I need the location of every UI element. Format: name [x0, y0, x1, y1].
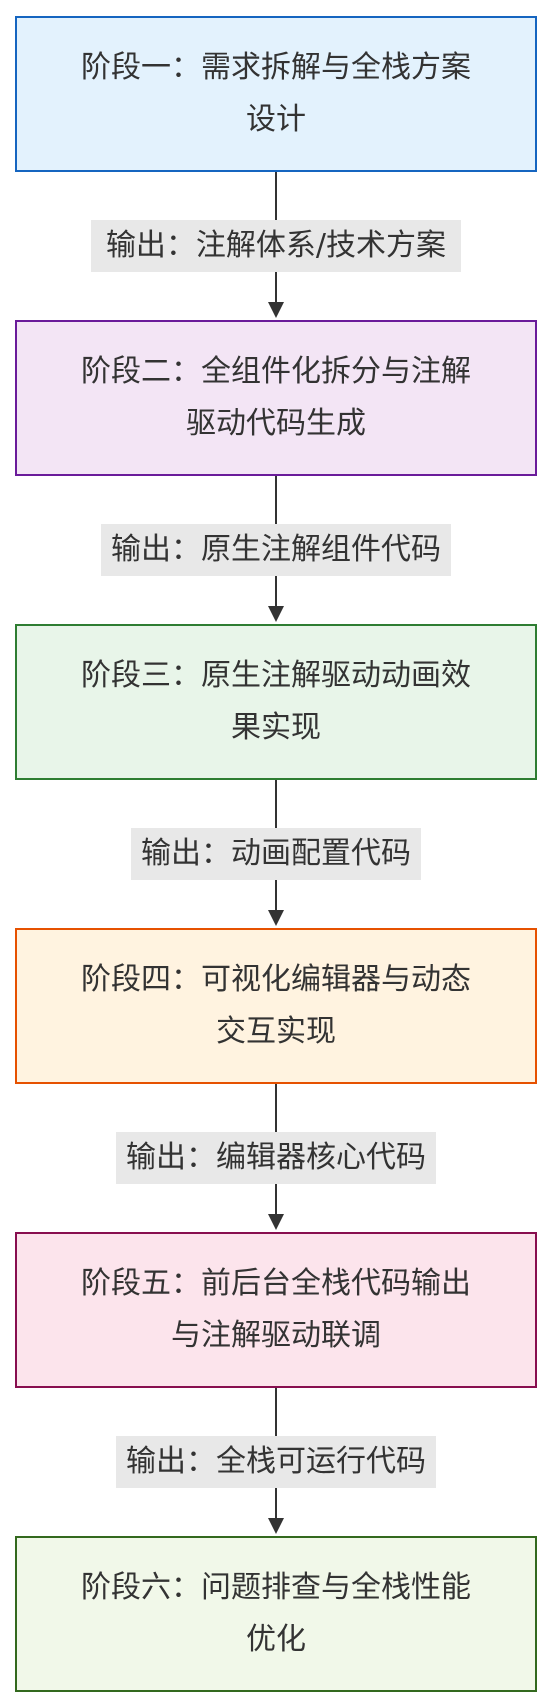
arrow-4-head-icon	[268, 1214, 284, 1230]
stage-2-label: 阶段二：全组件化拆分与注解驱动代码生成	[81, 354, 471, 441]
stage-3-label: 阶段三：原生注解驱动动画效果实现	[81, 658, 471, 745]
stage-2-box: 阶段二：全组件化拆分与注解驱动代码生成	[15, 320, 537, 476]
stage-3-box: 阶段三：原生注解驱动动画效果实现	[15, 624, 537, 780]
edge-4-label: 输出：编辑器核心代码	[116, 1132, 436, 1184]
stage-5-box: 阶段五：前后台全栈代码输出与注解驱动联调	[15, 1232, 537, 1388]
edge-2-label: 输出：原生注解组件代码	[101, 524, 451, 576]
stage-5-label: 阶段五：前后台全栈代码输出与注解驱动联调	[81, 1266, 471, 1353]
edge-1-label: 输出：注解体系/技术方案	[91, 220, 461, 272]
stage-6-label: 阶段六：问题排查与全栈性能优化	[81, 1570, 471, 1657]
arrow-5-head-icon	[268, 1518, 284, 1534]
edge-5-label: 输出：全栈可运行代码	[116, 1436, 436, 1488]
stage-4-label: 阶段四：可视化编辑器与动态交互实现	[81, 962, 471, 1049]
arrow-1-head-icon	[268, 302, 284, 318]
arrow-3-head-icon	[268, 910, 284, 926]
edge-3-label: 输出：动画配置代码	[131, 828, 421, 880]
stage-4-box: 阶段四：可视化编辑器与动态交互实现	[15, 928, 537, 1084]
stage-6-box: 阶段六：问题排查与全栈性能优化	[15, 1536, 537, 1692]
stage-1-box: 阶段一：需求拆解与全栈方案设计	[15, 16, 537, 172]
arrow-2-head-icon	[268, 606, 284, 622]
stage-1-label: 阶段一：需求拆解与全栈方案设计	[81, 50, 471, 137]
